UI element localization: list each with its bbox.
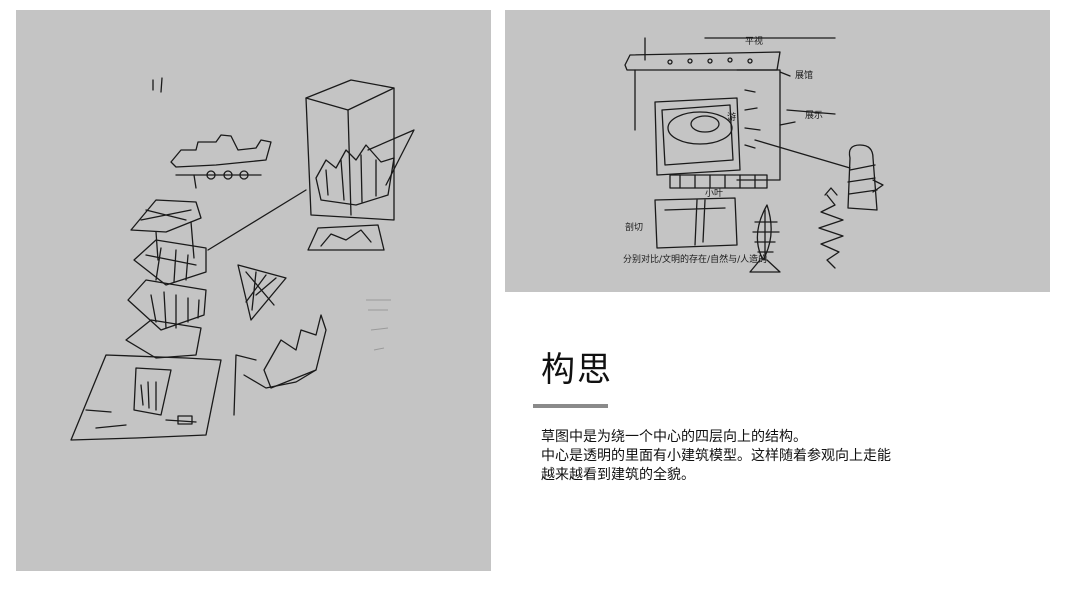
annotation-label: 游 — [727, 111, 736, 123]
annotation-label: 剖切 — [625, 221, 643, 233]
description-line: 越来越看到建筑的全貌。 — [541, 466, 981, 485]
sketch-image-concept-plan: 平视 展馆 游 展示 小叶 剖切 分别对比/文明的存在/自然与/人造的 — [505, 10, 1050, 292]
annotation-label: 展馆 — [795, 69, 813, 81]
description-text: 草图中是为绕一个中心的四层向上的结构。 中心是透明的里面有小建筑模型。这样随着参… — [541, 428, 981, 485]
sketch-image-tower — [16, 10, 491, 571]
tower-sketch-drawing — [16, 10, 491, 571]
concept-plan-drawing: 平视 展馆 游 展示 小叶 剖切 分别对比/文明的存在/自然与/人造的 — [505, 10, 1050, 292]
annotation-label: 分别对比/文明的存在/自然与/人造的 — [623, 253, 767, 265]
description-line: 中心是透明的里面有小建筑模型。这样随着参观向上走能 — [541, 447, 981, 466]
title-underline — [533, 404, 608, 408]
description-line: 草图中是为绕一个中心的四层向上的结构。 — [541, 428, 981, 447]
annotation-label: 平视 — [745, 35, 763, 47]
annotation-label: 小叶 — [705, 188, 723, 199]
slide-title: 构思 — [541, 342, 613, 391]
